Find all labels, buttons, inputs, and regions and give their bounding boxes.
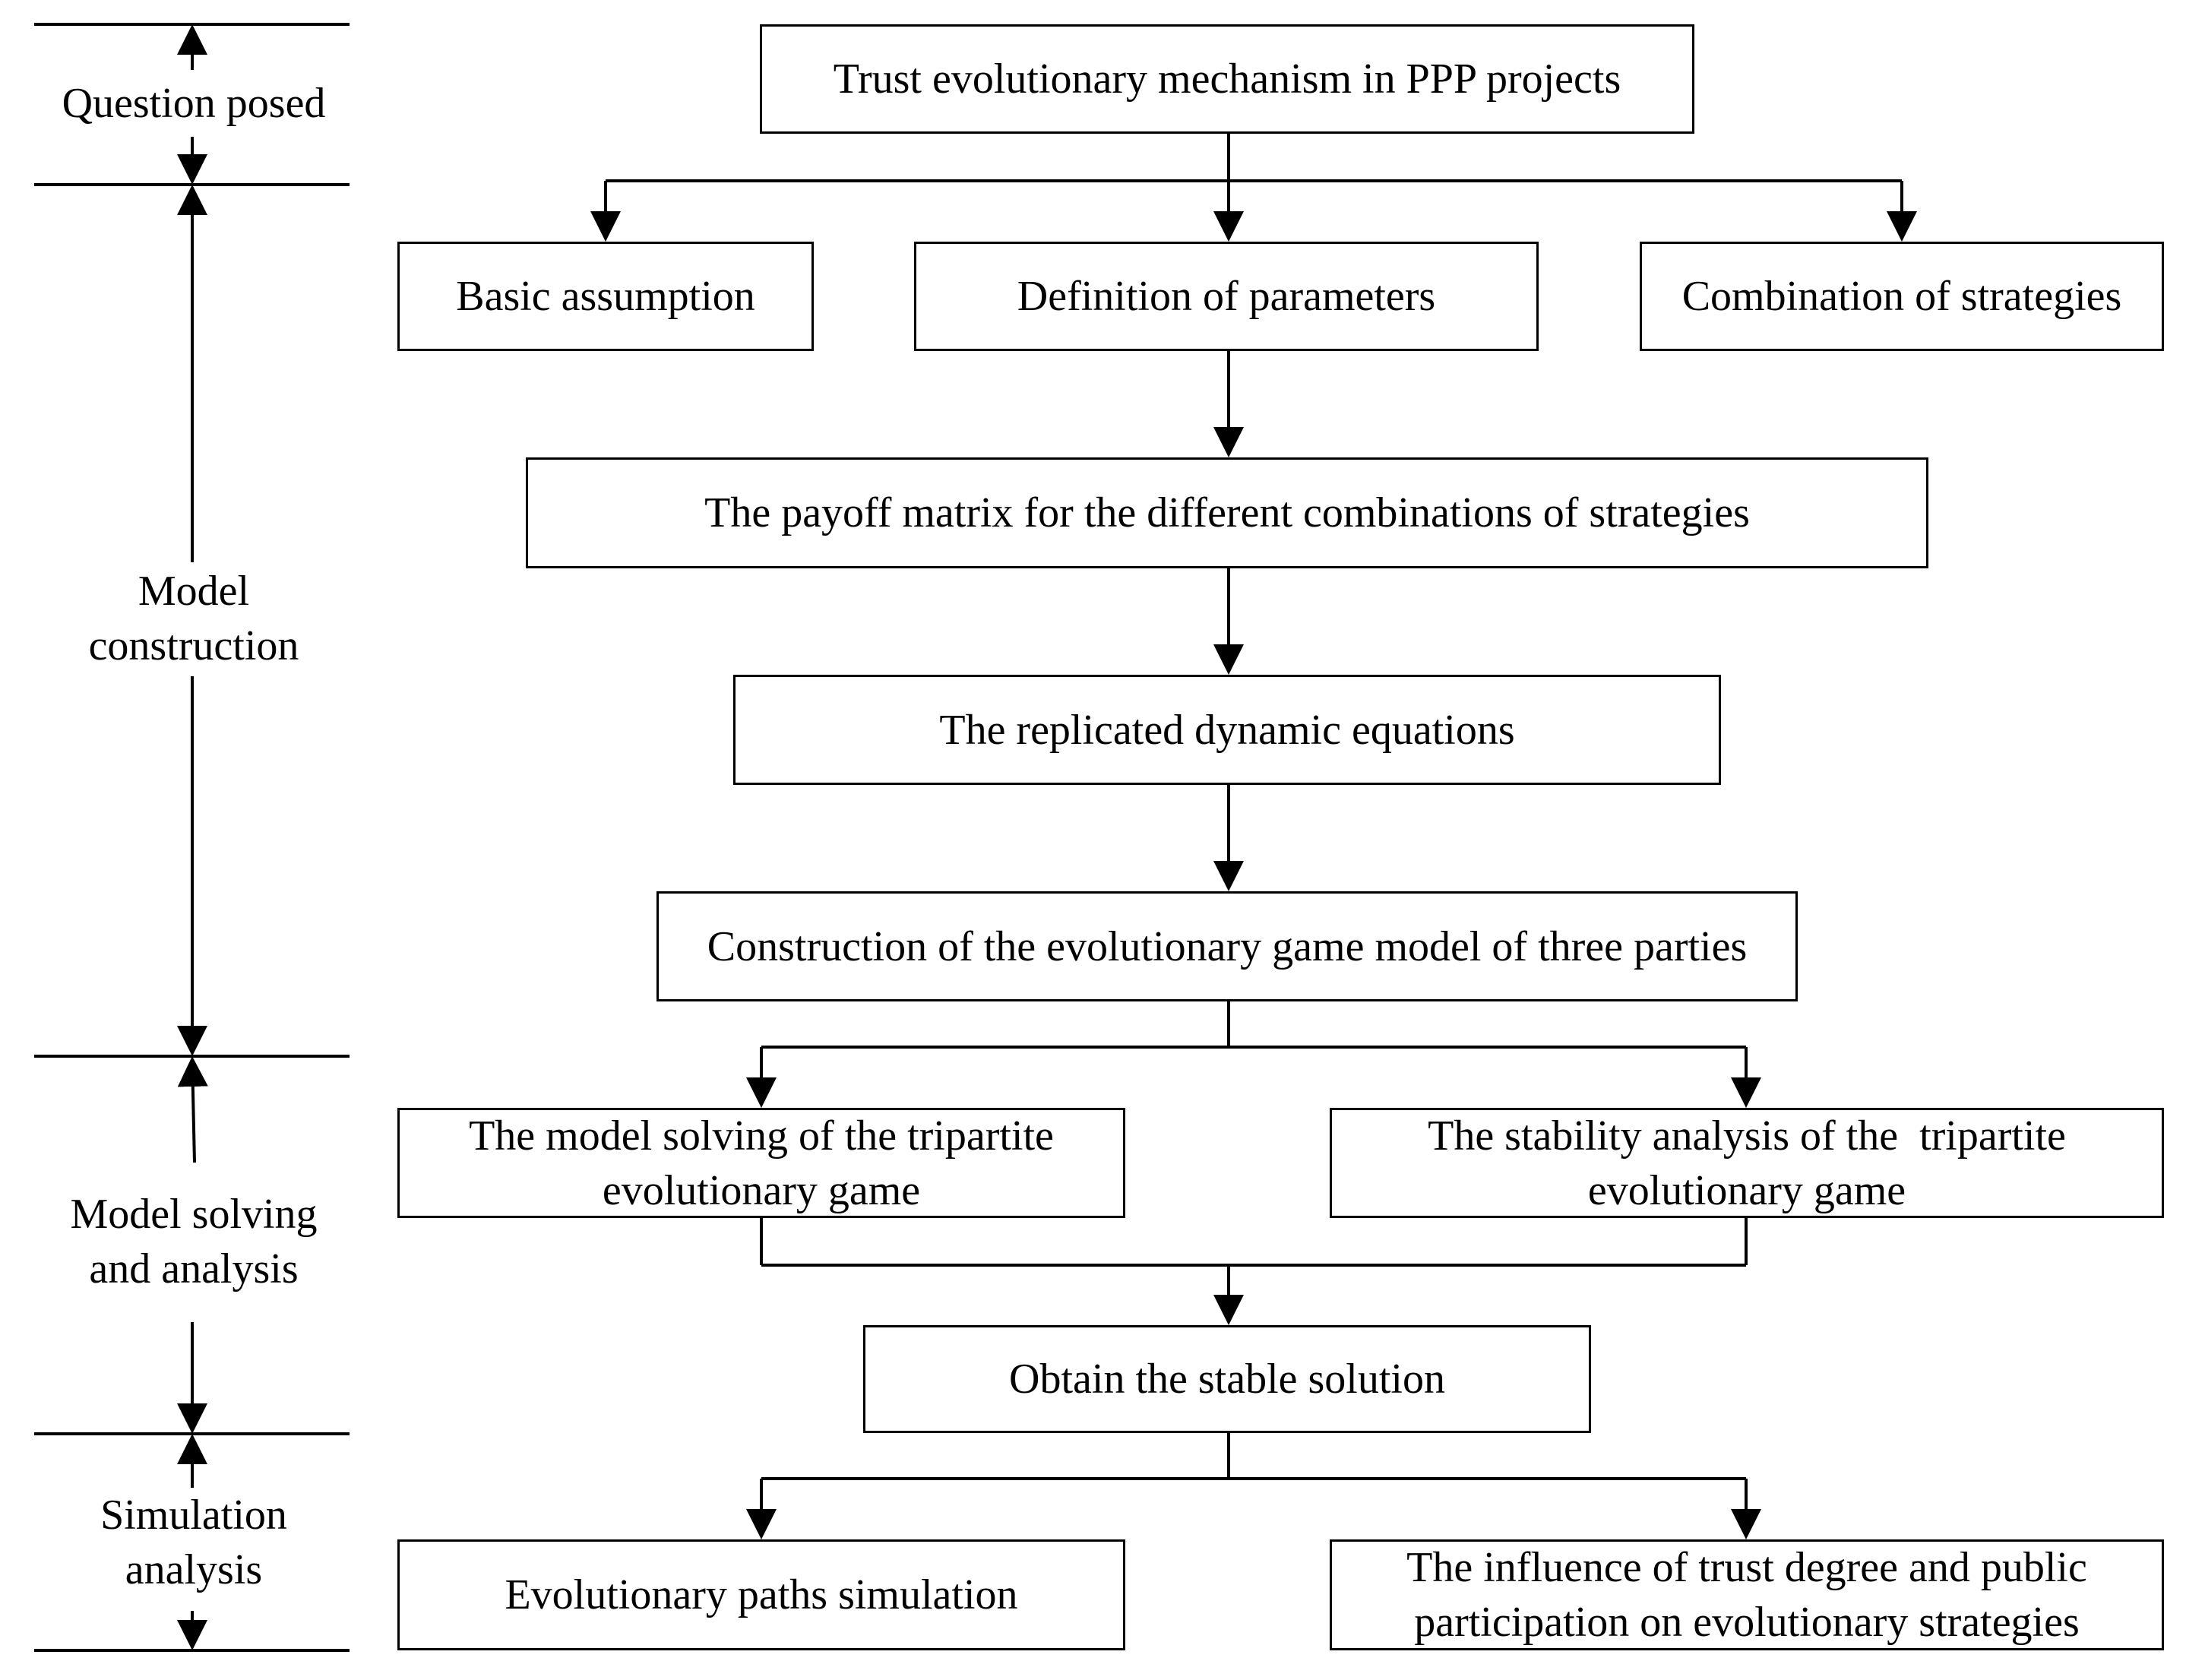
box-influence-trust: The influence of trust degree and public… xyxy=(1330,1539,2164,1650)
stage-label-line: construction xyxy=(88,622,299,669)
stage-label-model-solving: Model solving and analysis xyxy=(42,1187,346,1296)
stage-label-line: and analysis xyxy=(89,1245,299,1292)
box-text: Basic assumption xyxy=(456,273,755,320)
box-text: The payoff matrix for the different comb… xyxy=(704,489,1750,536)
box-text: Obtain the stable solution xyxy=(1009,1356,1445,1403)
box-text: Trust evolutionary mechanism in PPP proj… xyxy=(833,55,1621,103)
box-text: Evolutionary paths simulation xyxy=(505,1571,1018,1618)
box-text: Construction of the evolutionary game mo… xyxy=(707,922,1748,970)
box-definition-parameters: Definition of parameters xyxy=(914,242,1539,351)
box-basic-assumption: Basic assumption xyxy=(397,242,814,351)
stage-label-simulation: Simulation analysis xyxy=(42,1488,346,1597)
stage-label-line: Question posed xyxy=(62,80,326,127)
box-text: Combination of strategies xyxy=(1681,273,2122,320)
stage-label-line: analysis xyxy=(125,1546,263,1593)
box-text: The replicated dynamic equations xyxy=(939,706,1515,754)
stage-label-line: Model xyxy=(138,568,250,615)
box-stability-analysis: The stability analysis of the tripartite… xyxy=(1330,1108,2164,1218)
box-model-solving: The model solving of the tripartite evol… xyxy=(397,1108,1125,1218)
stage-label-line: Model solving xyxy=(70,1191,318,1238)
box-construction-model: Construction of the evolutionary game mo… xyxy=(656,891,1798,1001)
box-paths-simulation: Evolutionary paths simulation xyxy=(397,1539,1125,1650)
stage-label-line: Simulation xyxy=(100,1492,287,1539)
box-text-line: participation on evolutionary strategies xyxy=(1414,1599,2080,1646)
box-text-line: The influence of trust degree and public xyxy=(1406,1544,2087,1591)
box-text-line: evolutionary game xyxy=(1587,1166,1906,1214)
box-text-line: evolutionary game xyxy=(602,1166,921,1214)
box-stable-solution: Obtain the stable solution xyxy=(863,1325,1591,1433)
box-text-line: The model solving of the tripartite xyxy=(469,1112,1054,1160)
box-text: Definition of parameters xyxy=(1017,273,1436,320)
stage-label-model-construction: Model construction xyxy=(42,564,346,673)
box-replicated-equations: The replicated dynamic equations xyxy=(733,675,1721,785)
box-payoff-matrix: The payoff matrix for the different comb… xyxy=(526,457,1928,568)
box-trust-mechanism: Trust evolutionary mechanism in PPP proj… xyxy=(760,24,1694,134)
box-combination-strategies: Combination of strategies xyxy=(1640,242,2164,351)
stage-arrow-solving-up xyxy=(177,1056,208,1163)
box-text-line: The stability analysis of the tripartite xyxy=(1428,1112,2066,1160)
stage-label-question-posed: Question posed xyxy=(42,76,346,131)
